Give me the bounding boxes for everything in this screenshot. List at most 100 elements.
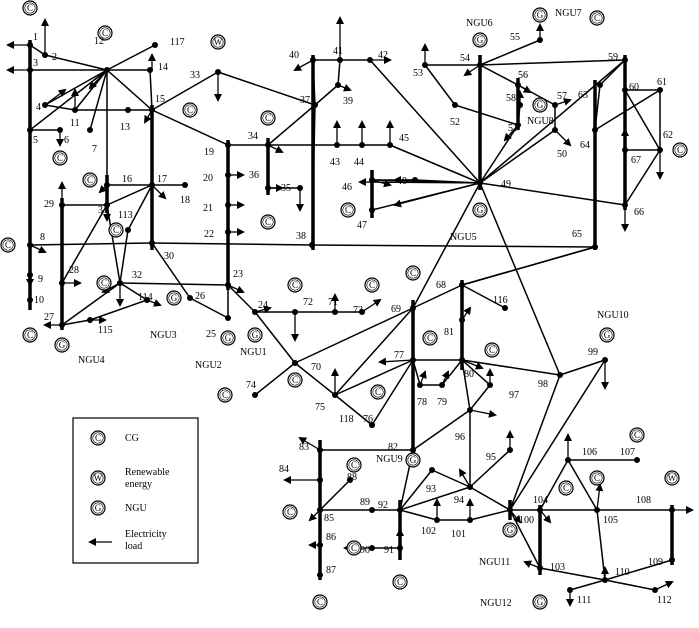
line-n26-n25 xyxy=(189,297,229,319)
load-arrow-44 xyxy=(503,124,519,142)
bus-label-91: 91 xyxy=(384,545,394,556)
bus-label-15: 15 xyxy=(155,94,165,105)
load-arrow-7 xyxy=(88,69,108,90)
line-n37-n39 xyxy=(314,84,339,106)
generator-symbol-letter: G xyxy=(604,330,611,340)
bus-node-63 xyxy=(597,82,603,88)
bus-label-108: 108 xyxy=(636,495,651,506)
generator-symbol-letter: C xyxy=(563,483,569,493)
line-n100-n98 xyxy=(509,374,561,511)
bus-label-17: 17 xyxy=(157,174,167,185)
load-arrow-76 xyxy=(539,509,552,524)
bus-label-27: 27 xyxy=(44,312,54,323)
line-n31-n28 xyxy=(61,204,108,284)
bus-label-117: 117 xyxy=(170,37,185,48)
bus-node-10 xyxy=(27,297,33,303)
generator-symbol-ngu-32: G xyxy=(599,327,615,343)
generator-symbol-cg-19: C xyxy=(364,277,380,293)
generator-symbol-cg-15: C xyxy=(260,110,276,126)
bus-label-112: 112 xyxy=(657,595,672,606)
bus-label-19: 19 xyxy=(204,147,214,158)
bus-label-32: 32 xyxy=(132,270,142,281)
generator-symbol-letter: C xyxy=(317,597,323,607)
generator-label-5: NGU5 xyxy=(450,232,477,243)
load-arrow-60 xyxy=(461,359,484,370)
bus-label-90: 90 xyxy=(360,545,370,556)
line-n110-n103 xyxy=(539,567,606,581)
bus-label-64: 64 xyxy=(580,140,590,151)
generator-symbol-letter: G xyxy=(59,340,66,350)
bus-label-78: 78 xyxy=(417,397,427,408)
bus-label-103: 103 xyxy=(550,562,565,573)
load-arrow-42 xyxy=(463,64,481,77)
line-n53-n52 xyxy=(424,64,456,106)
line-n15-n33 xyxy=(151,71,219,111)
generator-symbol-letter: C xyxy=(5,240,11,250)
line-n12-n15 xyxy=(106,69,153,111)
load-arrow-27 xyxy=(267,144,284,153)
line-n4-n12 xyxy=(44,69,108,106)
generator-symbol-renewable-44: W xyxy=(664,470,680,486)
generator-symbol-letter: C xyxy=(292,375,298,385)
line-n118-n77 xyxy=(371,359,414,426)
line-n54-n56 xyxy=(479,64,519,86)
generator-symbol-letter: G xyxy=(171,293,178,303)
generator-label-8: NGU8 xyxy=(527,116,554,127)
line-n8-n30 xyxy=(29,242,153,246)
generator-symbol-cg-37: C xyxy=(392,574,408,590)
line-n92-n102 xyxy=(399,509,438,521)
bus-label-2: 2 xyxy=(52,52,57,63)
bus-label-22: 22 xyxy=(204,229,214,240)
generator-symbol-ngu-28: G xyxy=(532,7,548,23)
bus-label-102: 102 xyxy=(421,526,436,537)
bus-label-21: 21 xyxy=(203,203,213,214)
load-arrow-61 xyxy=(461,306,472,321)
bus-label-5: 5 xyxy=(33,135,38,146)
line-n110-n112 xyxy=(604,579,656,591)
load-arrow-58 xyxy=(419,370,427,386)
bus-node-5 xyxy=(27,127,33,133)
generator-symbol-letter: C xyxy=(265,217,271,227)
legend-label: Electricity xyxy=(125,529,167,540)
bus-label-49: 49 xyxy=(501,179,511,190)
generator-symbol-letter: G xyxy=(537,10,544,20)
bus-label-86: 86 xyxy=(326,532,336,543)
bus-label-113: 113 xyxy=(118,210,133,221)
generator-symbol-letter: C xyxy=(427,333,433,343)
generator-symbol-cg-7: C xyxy=(108,222,124,238)
generator-symbol-letter: C xyxy=(351,460,357,470)
bus-label-115: 115 xyxy=(98,325,113,336)
generator-symbol-cg-36: C xyxy=(346,540,362,556)
generator-symbol-letter: C xyxy=(594,473,600,483)
load-arrow-69 xyxy=(308,509,321,522)
generator-symbol-cg-2: C xyxy=(97,25,113,41)
bus-label-14: 14 xyxy=(158,62,168,73)
bus-label-88: 88 xyxy=(347,472,357,483)
line-n17-n31 xyxy=(106,184,153,206)
generator-symbol-cg-35: C xyxy=(312,594,328,610)
generator-symbol-ngu-13: G xyxy=(220,330,236,346)
legend-label-line2: energy xyxy=(125,479,152,490)
generator-symbol-cg-9: C xyxy=(22,327,38,343)
line-n80-n97 xyxy=(461,359,491,386)
generator-symbol-cg-10: C xyxy=(96,275,112,291)
bus-label-71: 71 xyxy=(328,297,338,308)
bus-label-55: 55 xyxy=(510,32,520,43)
bus-label-53: 53 xyxy=(413,68,423,79)
generator-symbol-cg-8: C xyxy=(0,237,16,253)
generator-symbol-cg-5: C xyxy=(52,150,68,166)
load-arrow-81 xyxy=(654,580,674,591)
bus-label-72: 72 xyxy=(303,297,313,308)
bus-label-69: 69 xyxy=(391,304,401,315)
line-n98-n99 xyxy=(559,359,606,376)
generator-symbol-cg-1: C xyxy=(22,0,38,16)
bus-label-68: 68 xyxy=(436,280,446,291)
bus-label-100: 100 xyxy=(519,515,534,526)
generator-label-1: NGU1 xyxy=(240,347,267,358)
line-n94-n95 xyxy=(469,449,511,488)
generator-symbol-letter: G xyxy=(225,333,232,343)
generator-symbol-letter: C xyxy=(27,330,33,340)
line-n69-n68 xyxy=(412,284,463,309)
